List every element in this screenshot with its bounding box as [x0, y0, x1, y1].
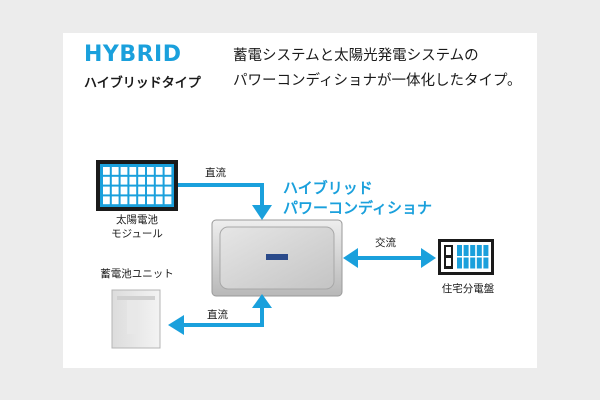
- solar-cell: [129, 176, 137, 185]
- solar-cell: [111, 176, 119, 185]
- breaker-switch: [476, 245, 482, 256]
- page-title: HYBRID: [84, 42, 182, 67]
- battery-unit-icon: [111, 289, 161, 349]
- solar-cell: [111, 196, 119, 205]
- battery-label: 蓄電池ユニット: [100, 268, 174, 280]
- solar-cell: [164, 196, 172, 205]
- arrowhead-right-board: [421, 248, 436, 268]
- solar-cell: [103, 196, 110, 205]
- solar-panel-icon: [96, 160, 178, 211]
- arrowhead-up-pcs: [252, 294, 272, 308]
- panel-label: 住宅分電盤: [441, 283, 495, 295]
- dc-arrow-solar: [178, 183, 264, 207]
- solar-cell: [164, 167, 172, 175]
- solar-cell: [120, 196, 128, 205]
- dc-label-bottom: 直流: [207, 309, 228, 321]
- flow-arrows: [178, 183, 424, 327]
- ac-label: 交流: [375, 237, 396, 249]
- solar-cell: [147, 176, 154, 185]
- solar-cell: [147, 186, 154, 195]
- pcs-title: ハイブリッド パワーコンディショナ: [283, 179, 432, 217]
- solar-cell: [129, 167, 137, 175]
- breaker-switch: [463, 245, 469, 256]
- breaker-switch: [483, 245, 489, 256]
- breaker-switch: [457, 257, 462, 269]
- solar-cell: [103, 167, 110, 175]
- solar-label: 太陽電池 モジュール: [111, 214, 163, 240]
- breaker-switch: [470, 257, 476, 269]
- solar-cell: [111, 167, 119, 175]
- solar-cell: [120, 167, 128, 175]
- breaker-switch: [470, 245, 476, 256]
- solar-cell: [138, 176, 145, 185]
- solar-cell: [155, 176, 163, 185]
- solar-cell: [138, 186, 145, 195]
- breaker-switch: [476, 257, 482, 269]
- solar-cell: [155, 196, 163, 205]
- solar-cell: [138, 196, 145, 205]
- breaker-switch: [457, 245, 462, 256]
- solar-cell: [120, 176, 128, 185]
- distribution-board-icon: [438, 239, 494, 275]
- solar-cell: [138, 167, 145, 175]
- description-text: 蓄電システムと太陽光発電システムの パワーコンディショナが一体化したタイプ。: [233, 48, 522, 89]
- dc-arrow-battery: [182, 305, 264, 327]
- solar-cell: [147, 167, 154, 175]
- breaker-switch: [463, 257, 469, 269]
- arrowhead-left-battery: [168, 315, 184, 335]
- arrowhead-left-pcs: [343, 248, 358, 268]
- solar-cell: [103, 186, 110, 195]
- solar-cell: [111, 186, 119, 195]
- solar-cell: [164, 176, 172, 185]
- solar-cell: [155, 186, 163, 195]
- page-subtitle: ハイブリッドタイプ: [84, 76, 201, 91]
- arrowhead-down-pcs: [252, 205, 272, 220]
- dc-label-top: 直流: [205, 167, 226, 179]
- solar-cell: [103, 176, 110, 185]
- solar-cell: [155, 167, 163, 175]
- solar-cell: [120, 186, 128, 195]
- solar-cell: [164, 186, 172, 195]
- solar-cell: [129, 196, 137, 205]
- solar-cell: [129, 186, 137, 195]
- solar-cell: [147, 196, 154, 205]
- breaker-switch: [483, 257, 489, 269]
- power-conditioner-icon: [211, 219, 343, 297]
